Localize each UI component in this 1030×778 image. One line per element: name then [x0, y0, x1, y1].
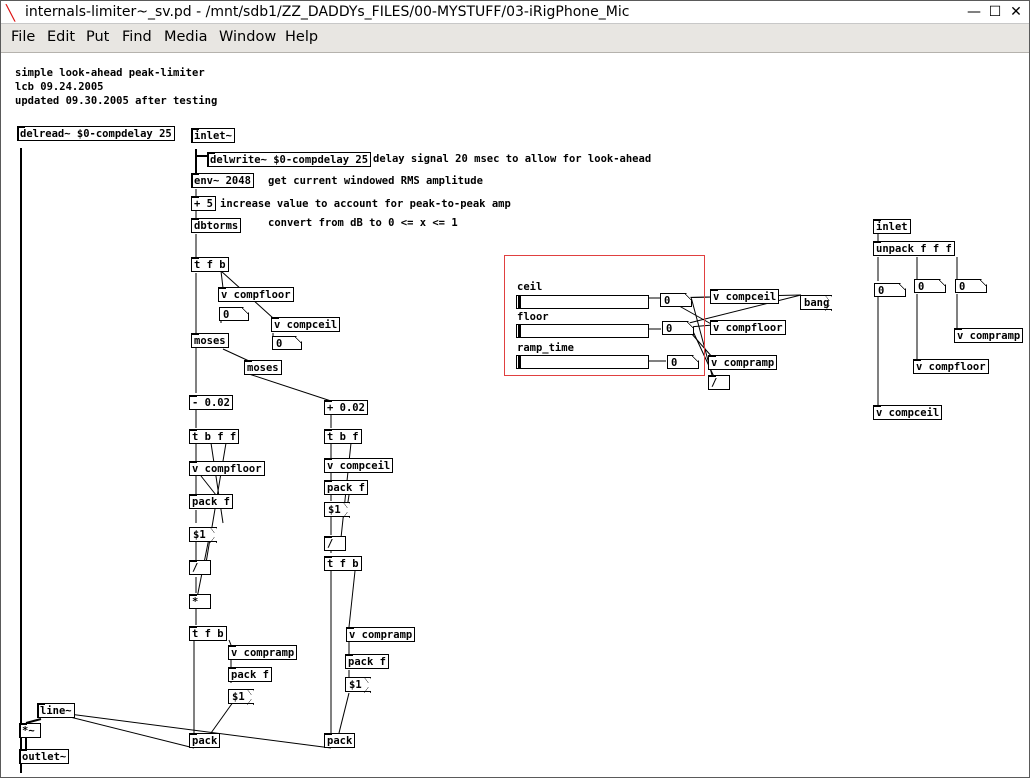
trigger-fb-object[interactable]: t f b: [191, 257, 229, 272]
ramp-time-slider[interactable]: [516, 355, 649, 369]
gop-frame: [504, 255, 705, 376]
menu-put[interactable]: Put: [86, 29, 110, 45]
v-compfloor-object-3[interactable]: v compfloor: [913, 359, 989, 374]
ramp-time-number[interactable]: 0: [667, 355, 699, 369]
unpack-number-2[interactable]: 0: [914, 279, 946, 293]
v-compceil-object-3[interactable]: v compceil: [873, 405, 943, 420]
menu-find[interactable]: Find: [122, 29, 152, 45]
trigger-fb-object-3[interactable]: t f b: [324, 556, 362, 571]
header-comment-title: simple look-ahead peak-limiter: [15, 67, 205, 79]
pack-f-object-2[interactable]: pack f: [324, 480, 368, 495]
gop-v-compramp-object[interactable]: v compramp: [708, 355, 778, 370]
compfloor-number[interactable]: 0: [219, 307, 249, 321]
outlet-signal-object[interactable]: outlet~: [19, 749, 70, 764]
message-dollar1-a[interactable]: $1: [189, 527, 217, 542]
divide-object-1[interactable]: /: [189, 560, 211, 575]
ramp-time-label: ramp_time: [517, 342, 574, 354]
plus-object[interactable]: + 0.02: [324, 400, 368, 415]
menu-window[interactable]: Window: [219, 29, 277, 45]
moses-object-1[interactable]: moses: [191, 333, 229, 348]
inlet-signal-object[interactable]: inlet~: [191, 128, 235, 143]
trigger-bf-object[interactable]: t b f: [324, 429, 362, 444]
ceil-label: ceil: [517, 281, 543, 293]
window-title: internals-limiter~_sv.pd - /mnt/sdb1/ZZ_…: [25, 4, 630, 20]
unpack-number-3[interactable]: 0: [955, 279, 987, 293]
ceil-slider[interactable]: [516, 295, 649, 309]
pack-f-object-4[interactable]: pack f: [345, 654, 389, 669]
v-compfloor-object-2[interactable]: v compfloor: [189, 461, 265, 476]
floor-label: floor: [517, 311, 549, 323]
gop-v-compfloor-object[interactable]: v compfloor: [710, 320, 786, 335]
delay-comment: delay signal 20 msec to allow for look-a…: [373, 153, 652, 165]
v-compfloor-object[interactable]: v compfloor: [218, 287, 294, 302]
menu-file[interactable]: File: [11, 29, 36, 45]
v-compramp-object-3[interactable]: v compramp: [954, 328, 1024, 343]
menu-media[interactable]: Media: [164, 29, 208, 45]
rms-comment: get current windowed RMS amplitude: [268, 175, 483, 187]
menu-help[interactable]: Help: [285, 29, 319, 45]
trigger-bff-object[interactable]: t b f f: [189, 429, 240, 444]
trigger-fb-object-2[interactable]: t f b: [189, 626, 227, 641]
multiply-signal-object[interactable]: *~: [19, 723, 41, 738]
title-bar: ╲ internals-limiter~_sv.pd - /mnt/sdb1/Z…: [1, 1, 1029, 24]
message-dollar1-b[interactable]: $1: [324, 502, 350, 517]
compceil-number[interactable]: 0: [272, 336, 302, 350]
maximize-button[interactable]: ☐: [988, 4, 1002, 20]
line-signal-object[interactable]: line~: [37, 703, 75, 718]
convert-comment: convert from dB to 0 <= x <= 1: [268, 217, 458, 229]
unpack-number-1[interactable]: 0: [874, 283, 906, 297]
moses-object-2[interactable]: moses: [244, 360, 282, 375]
pack-object-1[interactable]: pack: [189, 733, 221, 748]
delread-object[interactable]: delread~ $0-compdelay 25: [17, 126, 175, 141]
floor-slider[interactable]: [516, 324, 649, 338]
pack-f-object-3[interactable]: pack f: [228, 667, 272, 682]
v-compramp-object-1[interactable]: v compramp: [228, 645, 298, 660]
minus-object[interactable]: - 0.02: [189, 395, 233, 410]
v-compceil-object[interactable]: v compceil: [271, 317, 341, 332]
divide-object-2[interactable]: /: [324, 536, 346, 551]
gop-v-compceil-object[interactable]: v compceil: [710, 289, 780, 304]
patch-cords: [20, 148, 958, 773]
env-object[interactable]: env~ 2048: [191, 173, 254, 188]
v-compceil-object-2[interactable]: v compceil: [324, 458, 394, 473]
pack-f-object-1[interactable]: pack f: [189, 494, 233, 509]
close-button[interactable]: ✕: [1010, 4, 1022, 20]
unpack-object[interactable]: unpack f f f: [873, 241, 955, 256]
patch-canvas[interactable]: simple look-ahead peak-limiter lcb 09.24…: [1, 53, 1029, 777]
inlet-control-object[interactable]: inlet: [873, 219, 911, 234]
peak-comment: increase value to account for peak-to-pe…: [220, 198, 511, 210]
message-dollar1-c[interactable]: $1: [228, 689, 254, 704]
pd-app-icon: ╲: [6, 4, 16, 22]
header-comment-updated: updated 09.30.2005 after testing: [15, 95, 218, 107]
gop-divide-object[interactable]: /: [708, 375, 730, 390]
menu-edit[interactable]: Edit: [47, 29, 76, 45]
v-compramp-object-2[interactable]: v compramp: [346, 627, 416, 642]
plus5-object[interactable]: + 5: [191, 196, 216, 211]
ceil-number[interactable]: 0: [660, 293, 692, 307]
multiply-object[interactable]: *: [189, 594, 211, 609]
floor-number[interactable]: 0: [662, 321, 694, 335]
header-comment-author: lcb 09.24.2005: [15, 81, 104, 93]
pack-object-2[interactable]: pack: [324, 733, 356, 748]
bang-message[interactable]: bang: [800, 295, 832, 310]
minimize-button[interactable]: —: [967, 4, 981, 20]
menu-bar: File Edit Put Find Media Window Help: [1, 24, 1029, 53]
message-dollar1-d[interactable]: $1: [345, 677, 371, 692]
delwrite-object[interactable]: delwrite~ $0-compdelay 25: [207, 152, 372, 167]
dbtorms-object[interactable]: dbtorms: [191, 218, 242, 233]
